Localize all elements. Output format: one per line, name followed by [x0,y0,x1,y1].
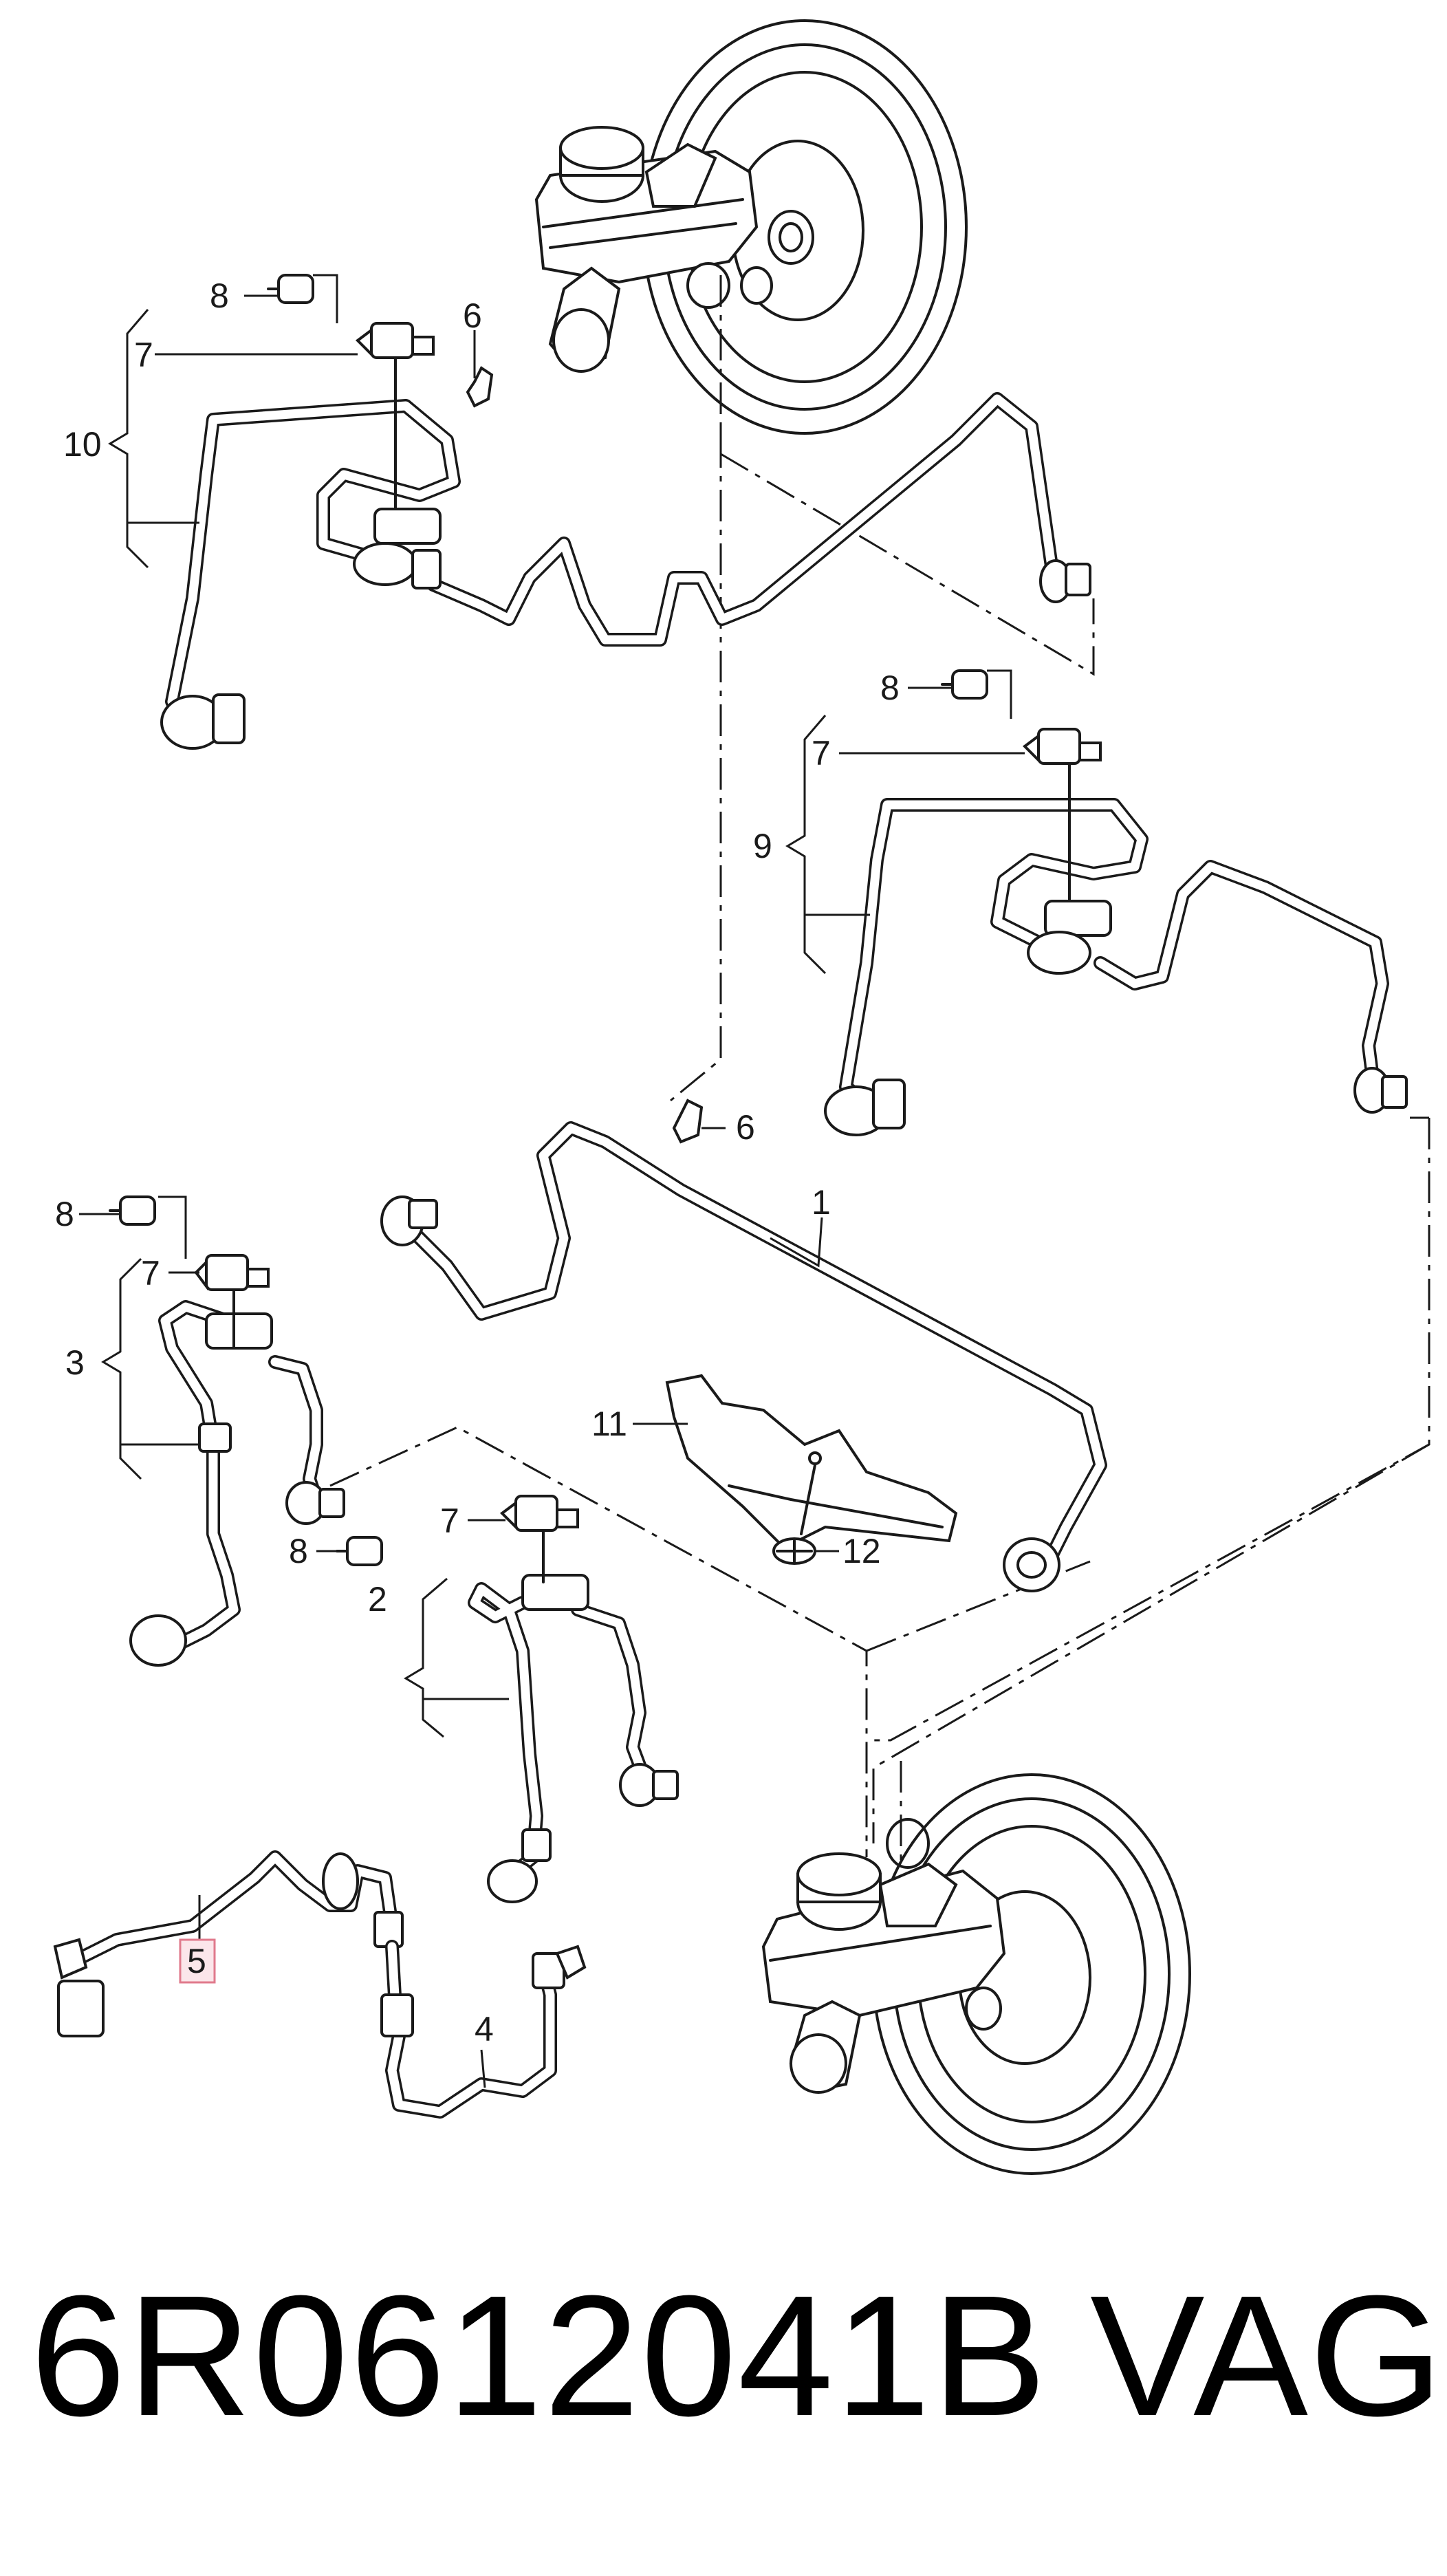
hose-assembly-2 [468,1574,679,1903]
pressure-sensor-top [267,274,494,510]
bracket-9 [785,715,870,975]
callout-7: 7 [812,734,831,772]
master-cylinder-top [534,126,773,373]
callout-leaders [79,274,1025,2088]
callout-8: 8 [289,1532,308,1570]
callout-9: 9 [753,827,772,865]
hose-4 [380,1940,587,2119]
callout-1: 1 [812,1183,831,1222]
pressure-sensor-right [941,669,1102,902]
master-cylinder-bottom [761,1852,1006,2094]
pressure-sensor-left [109,1195,270,1350]
bracket-11 [665,1374,958,1550]
callout-8: 8 [880,669,900,707]
bracket-3 [101,1257,199,1480]
part-number: 6R0612041B [30,2260,1048,2451]
alignment-lines [329,275,1430,1885]
callout-labels: 8 7 6 10 8 7 9 6 1 11 12 8 7 3 8 7 2 4 5 [55,277,900,2048]
callout-7: 7 [134,336,153,374]
callout-12: 12 [842,1532,881,1570]
bracket-10 [108,309,199,569]
callout-3: 3 [65,1343,85,1382]
hose-assembly-10 [160,392,1091,750]
callout-7: 7 [141,1254,160,1292]
callout-4: 4 [475,2010,494,2048]
hose-5 [53,1850,404,2037]
callout-6: 6 [463,296,482,335]
pressure-sensor-middle [336,1495,579,1583]
callout-11: 11 [591,1405,627,1443]
callout-7: 7 [440,1502,459,1540]
clip-12 [772,1537,816,1565]
callout-8: 8 [55,1195,74,1233]
hose-assembly-9 [824,798,1408,1136]
hose-1 [380,1098,1107,1592]
bracket-2 [404,1577,509,1738]
callout-5-highlight [179,1938,216,1984]
callout-5: 5 [187,1942,206,1980]
brand-name: VAG [1090,2260,1445,2451]
hose-assembly-3 [129,1300,345,1667]
callout-2: 2 [368,1580,387,1619]
callout-6: 6 [736,1108,755,1147]
callout-10: 10 [63,425,102,464]
callout-8: 8 [210,277,229,315]
